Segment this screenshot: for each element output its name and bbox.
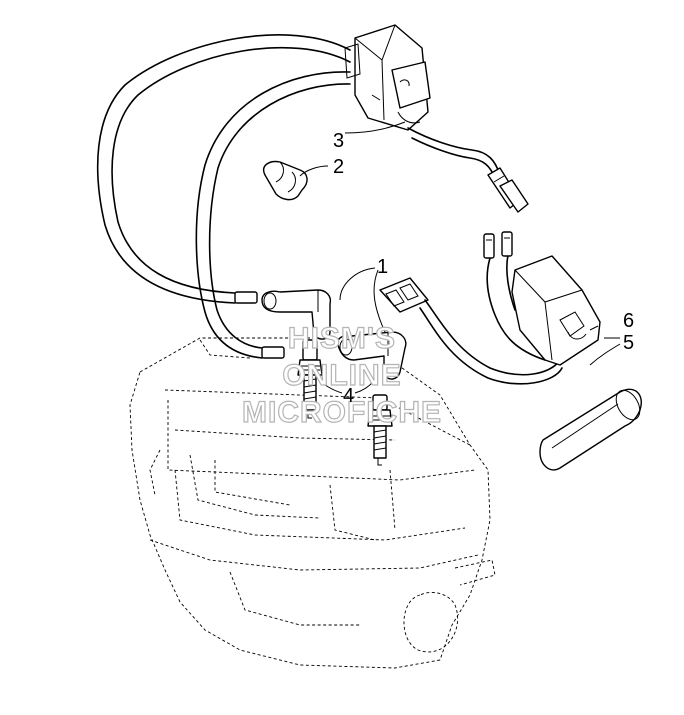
watermark-line-1: HISM'S [288, 322, 396, 355]
spark-plug-cap-right [337, 331, 407, 380]
ignition-coil [344, 24, 431, 131]
leader-lines [299, 121, 621, 394]
protective-sleeve [539, 388, 642, 471]
callout-1: 1 [377, 256, 388, 278]
watermark-line-2: ONLINE [282, 359, 401, 392]
cdi-module [511, 255, 601, 366]
watermark-line-3: MICROFICHE [242, 396, 442, 429]
watermark: HISM'S ONLINE MICROFICHE [241, 321, 442, 429]
callout-5: 5 [623, 332, 634, 354]
spark-plug-right [367, 394, 393, 466]
wire-clamp [263, 160, 308, 201]
callout-4: 4 [343, 385, 354, 407]
cdi-leads [483, 231, 546, 361]
callout-2: 2 [333, 156, 344, 178]
callout-6: 6 [623, 310, 634, 332]
spark-plug-cap-left [261, 289, 332, 340]
callout-3: 3 [333, 130, 344, 152]
high-tension-lead-upper [96, 34, 351, 304]
high-tension-lead-lower [195, 71, 351, 359]
coil-primary-lead [407, 127, 529, 213]
callout-labels: 1 2 3 4 5 6 [333, 130, 634, 407]
wire-connector [379, 277, 563, 385]
spark-plug-left [297, 339, 323, 419]
